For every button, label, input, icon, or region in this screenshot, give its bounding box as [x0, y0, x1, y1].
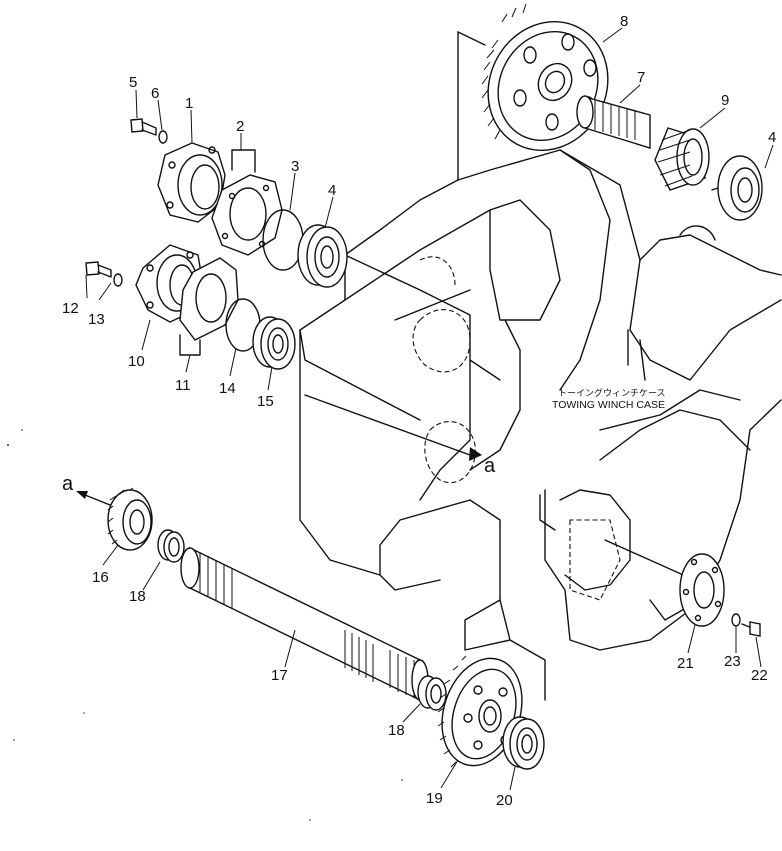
gasket-2	[211, 149, 283, 256]
bearing-15	[252, 316, 296, 370]
callout-9: 9	[721, 92, 729, 109]
callout-19: 19	[426, 790, 443, 807]
shaft-7	[576, 95, 651, 149]
callout-18-right: 18	[388, 722, 405, 739]
callout-1: 1	[185, 95, 193, 112]
collar-18-left	[157, 529, 185, 563]
view-marker-right: a	[484, 455, 496, 477]
callout-18-left: 18	[129, 588, 146, 605]
bearing-20	[502, 716, 545, 770]
cover-1	[157, 142, 226, 223]
callout-11: 11	[175, 377, 191, 394]
view-arrow-right: a	[304, 394, 496, 477]
callout-8: 8	[620, 13, 628, 30]
bolt-22	[741, 621, 761, 637]
plate-21	[604, 539, 725, 627]
bearing-9	[654, 127, 710, 191]
case-label: トーイングウィンチケース TOWING WINCH CASE	[552, 387, 666, 411]
callout-5: 5	[129, 74, 137, 91]
leader-lines	[85, 27, 774, 791]
gear-16	[107, 487, 153, 551]
callout-12: 12	[62, 300, 79, 317]
callout-23: 23	[724, 653, 741, 670]
callout-10: 10	[128, 353, 145, 370]
callout-16: 16	[92, 569, 109, 586]
callout-4-left: 4	[328, 182, 336, 199]
collar-18-right	[417, 675, 447, 711]
bolt-5	[130, 118, 157, 136]
gasket-11	[179, 257, 239, 356]
callout-2: 2	[236, 118, 244, 135]
case-label-japanese: トーイングウィンチケース	[558, 387, 666, 398]
gear-8	[481, 3, 609, 152]
bearing-4-right	[711, 155, 763, 221]
case-label-english: TOWING WINCH CASE	[552, 399, 665, 411]
callout-3: 3	[291, 158, 299, 175]
callout-14: 14	[219, 380, 236, 397]
callout-17: 17	[271, 667, 288, 684]
callout-4-right: 4	[768, 129, 776, 146]
washer-6	[158, 130, 168, 144]
scan-dots	[7, 429, 403, 821]
callout-13: 13	[88, 311, 105, 328]
callout-6: 6	[151, 85, 159, 102]
shaft-17	[180, 546, 429, 702]
callout-7: 7	[637, 69, 645, 86]
bolt-12	[85, 261, 112, 278]
washer-13	[113, 273, 123, 287]
callout-15: 15	[257, 393, 274, 410]
view-marker-left: a	[62, 473, 74, 495]
washer-23	[731, 613, 741, 627]
bearing-4-left	[297, 224, 348, 288]
callout-20: 20	[496, 792, 513, 809]
view-arrow-left: a	[62, 473, 111, 506]
callout-22: 22	[751, 667, 768, 684]
callout-numbers: 1 2 3 4 4 5 6 7 8 9 10 11 12 13 14 15 16…	[62, 13, 776, 809]
callout-21: 21	[677, 655, 694, 672]
